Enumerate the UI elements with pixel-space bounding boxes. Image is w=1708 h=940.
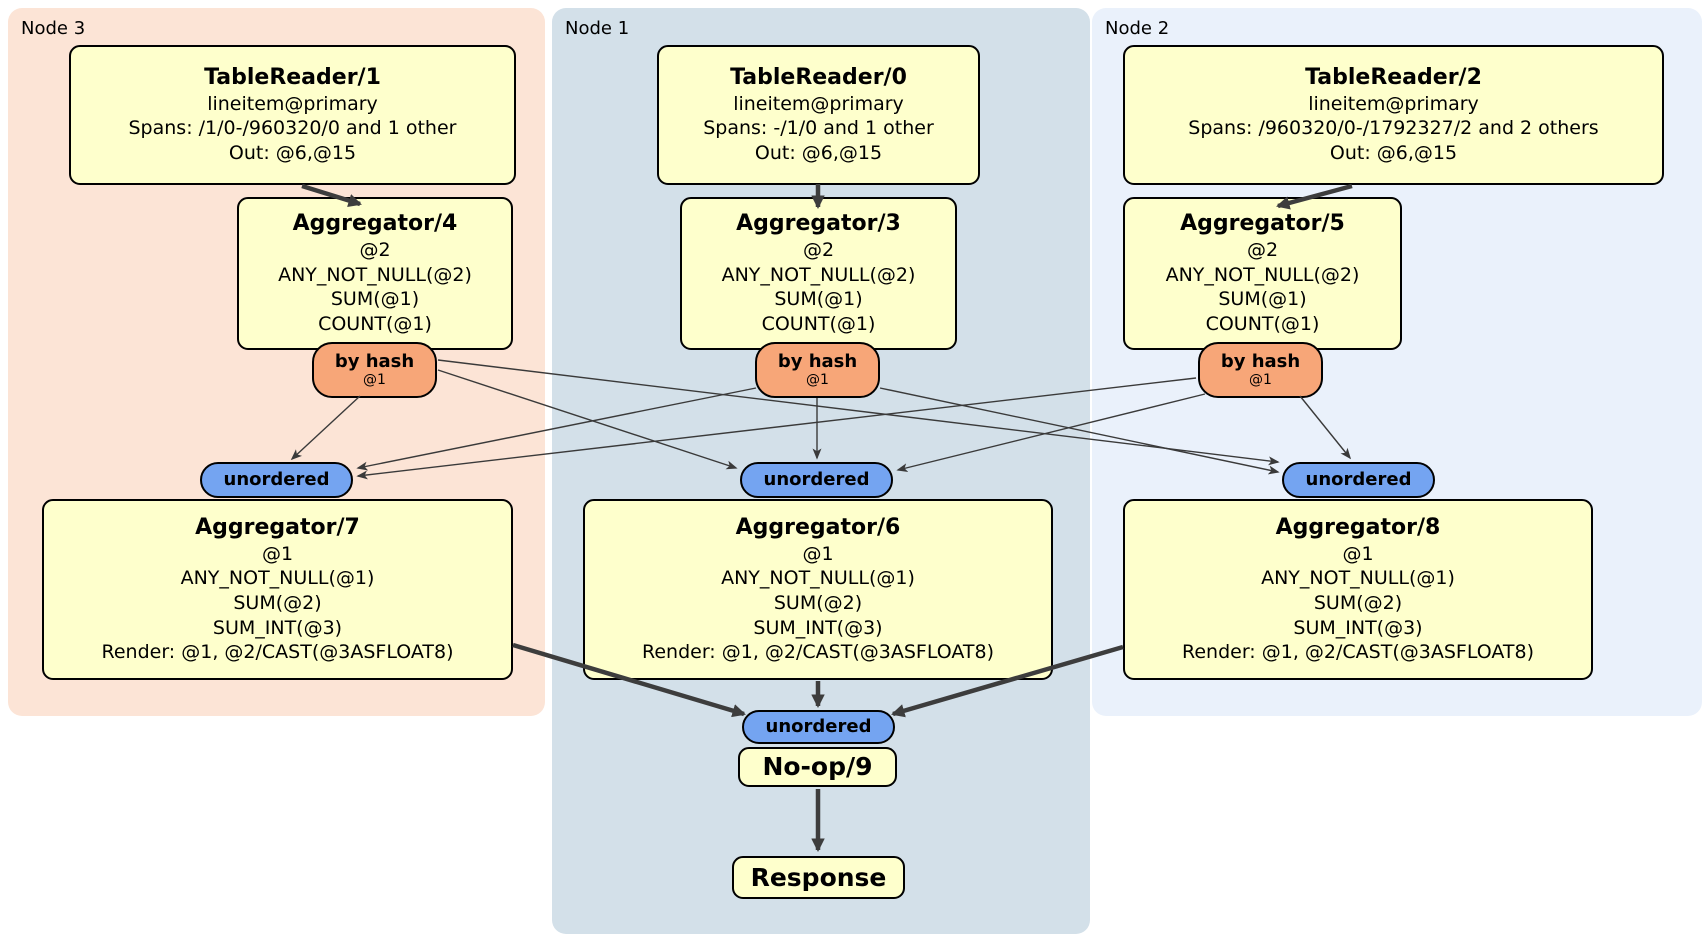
processor-title: Aggregator/3 (736, 211, 901, 237)
stream-label: unordered (223, 469, 330, 491)
processor-aggregator-5: Aggregator/5 @2 ANY_NOT_NULL(@2) SUM(@1)… (1123, 197, 1402, 350)
router-by-hash-agg4: by hash @1 (312, 342, 437, 398)
processor-detail: @2 (802, 238, 835, 261)
router-by-hash-agg5: by hash @1 (1198, 342, 1323, 398)
processor-detail: Render: @1, @2/CAST(@3ASFLOAT8) (1182, 641, 1534, 664)
processor-detail: @1 (1342, 542, 1374, 565)
processor-detail: Out: @6,@15 (228, 142, 357, 165)
processor-tablereader-0: TableReader/0 lineitem@primary Spans: -/… (657, 45, 980, 185)
processor-title: TableReader/0 (730, 65, 907, 91)
processor-title: Aggregator/6 (735, 515, 901, 541)
processor-detail: SUM(@2) (233, 591, 322, 614)
processor-detail: @1 (261, 542, 294, 565)
processor-title: Aggregator/4 (292, 211, 458, 237)
router-columns: @1 (1249, 371, 1272, 388)
processor-detail: SUM(@2) (1313, 591, 1403, 614)
processor-detail: @2 (1246, 238, 1279, 261)
processor-detail: lineitem@primary (207, 92, 378, 115)
router-label: by hash (334, 351, 415, 373)
stream-unordered-agg7: unordered (200, 462, 353, 498)
processor-detail: SUM_INT(@3) (1293, 616, 1423, 639)
processor-detail: ANY_NOT_NULL(@1) (721, 567, 915, 590)
stream-label: unordered (1305, 469, 1412, 491)
stream-label: unordered (763, 469, 870, 491)
processor-response: Response (732, 856, 905, 899)
router-label: by hash (1220, 351, 1301, 373)
processor-title: Aggregator/5 (1180, 211, 1345, 237)
processor-detail: ANY_NOT_NULL(@2) (721, 263, 916, 286)
processor-detail: @2 (359, 238, 391, 261)
processor-detail: Out: @6,@15 (754, 142, 883, 165)
processor-detail: COUNT(@1) (761, 312, 876, 335)
processor-aggregator-4: Aggregator/4 @2 ANY_NOT_NULL(@2) SUM(@1)… (237, 197, 513, 350)
processor-aggregator-3: Aggregator/3 @2 ANY_NOT_NULL(@2) SUM(@1)… (680, 197, 957, 350)
processor-detail: Out: @6,@15 (1329, 142, 1458, 165)
processor-title: Aggregator/7 (195, 515, 360, 541)
processor-title: Response (750, 862, 887, 892)
node-region-label: Node 1 (565, 18, 630, 39)
processor-detail: ANY_NOT_NULL(@2) (1165, 263, 1360, 286)
processor-aggregator-6: Aggregator/6 @1 ANY_NOT_NULL(@1) SUM(@2)… (583, 499, 1053, 680)
processor-detail: COUNT(@1) (318, 312, 432, 335)
processor-title: Aggregator/8 (1275, 515, 1441, 541)
processor-detail: SUM(@2) (773, 591, 863, 614)
processor-aggregator-7: Aggregator/7 @1 ANY_NOT_NULL(@1) SUM(@2)… (42, 499, 513, 680)
processor-tablereader-2: TableReader/2 lineitem@primary Spans: /9… (1123, 45, 1664, 185)
processor-detail: ANY_NOT_NULL(@1) (180, 567, 375, 590)
router-columns: @1 (363, 371, 386, 388)
processor-detail: Spans: /960320/0-/1792327/2 and 2 others (1188, 117, 1599, 140)
processor-noop-9: No-op/9 (738, 747, 897, 787)
processor-title: TableReader/2 (1305, 65, 1482, 91)
processor-detail: Render: @1, @2/CAST(@3ASFLOAT8) (101, 641, 454, 664)
stream-unordered-agg6: unordered (740, 462, 893, 498)
processor-detail: Spans: /1/0-/960320/0 and 1 other (128, 117, 457, 140)
processor-detail: COUNT(@1) (1205, 312, 1320, 335)
processor-detail: Spans: -/1/0 and 1 other (703, 117, 934, 140)
stream-label: unordered (765, 716, 872, 738)
processor-title: TableReader/1 (204, 65, 381, 91)
router-label: by hash (777, 351, 858, 373)
node-region-label: Node 2 (1105, 18, 1170, 39)
processor-detail: @1 (802, 542, 834, 565)
stream-unordered-noop: unordered (742, 710, 895, 744)
processor-detail: lineitem@primary (733, 92, 904, 115)
processor-detail: SUM(@1) (774, 288, 863, 311)
processor-detail: SUM(@1) (330, 288, 420, 311)
node-region-label: Node 3 (21, 18, 86, 39)
router-by-hash-agg3: by hash @1 (755, 342, 880, 398)
processor-detail: Render: @1, @2/CAST(@3ASFLOAT8) (642, 641, 994, 664)
processor-tablereader-1: TableReader/1 lineitem@primary Spans: /1… (69, 45, 516, 185)
processor-detail: SUM_INT(@3) (753, 616, 883, 639)
processor-detail: SUM_INT(@3) (212, 616, 343, 639)
processor-detail: lineitem@primary (1308, 92, 1479, 115)
router-columns: @1 (806, 371, 829, 388)
stream-unordered-agg8: unordered (1282, 462, 1435, 498)
processor-detail: SUM(@1) (1218, 288, 1307, 311)
processor-aggregator-8: Aggregator/8 @1 ANY_NOT_NULL(@1) SUM(@2)… (1123, 499, 1593, 680)
processor-detail: ANY_NOT_NULL(@1) (1261, 567, 1455, 590)
processor-detail: ANY_NOT_NULL(@2) (278, 263, 472, 286)
processor-title: No-op/9 (762, 752, 873, 782)
